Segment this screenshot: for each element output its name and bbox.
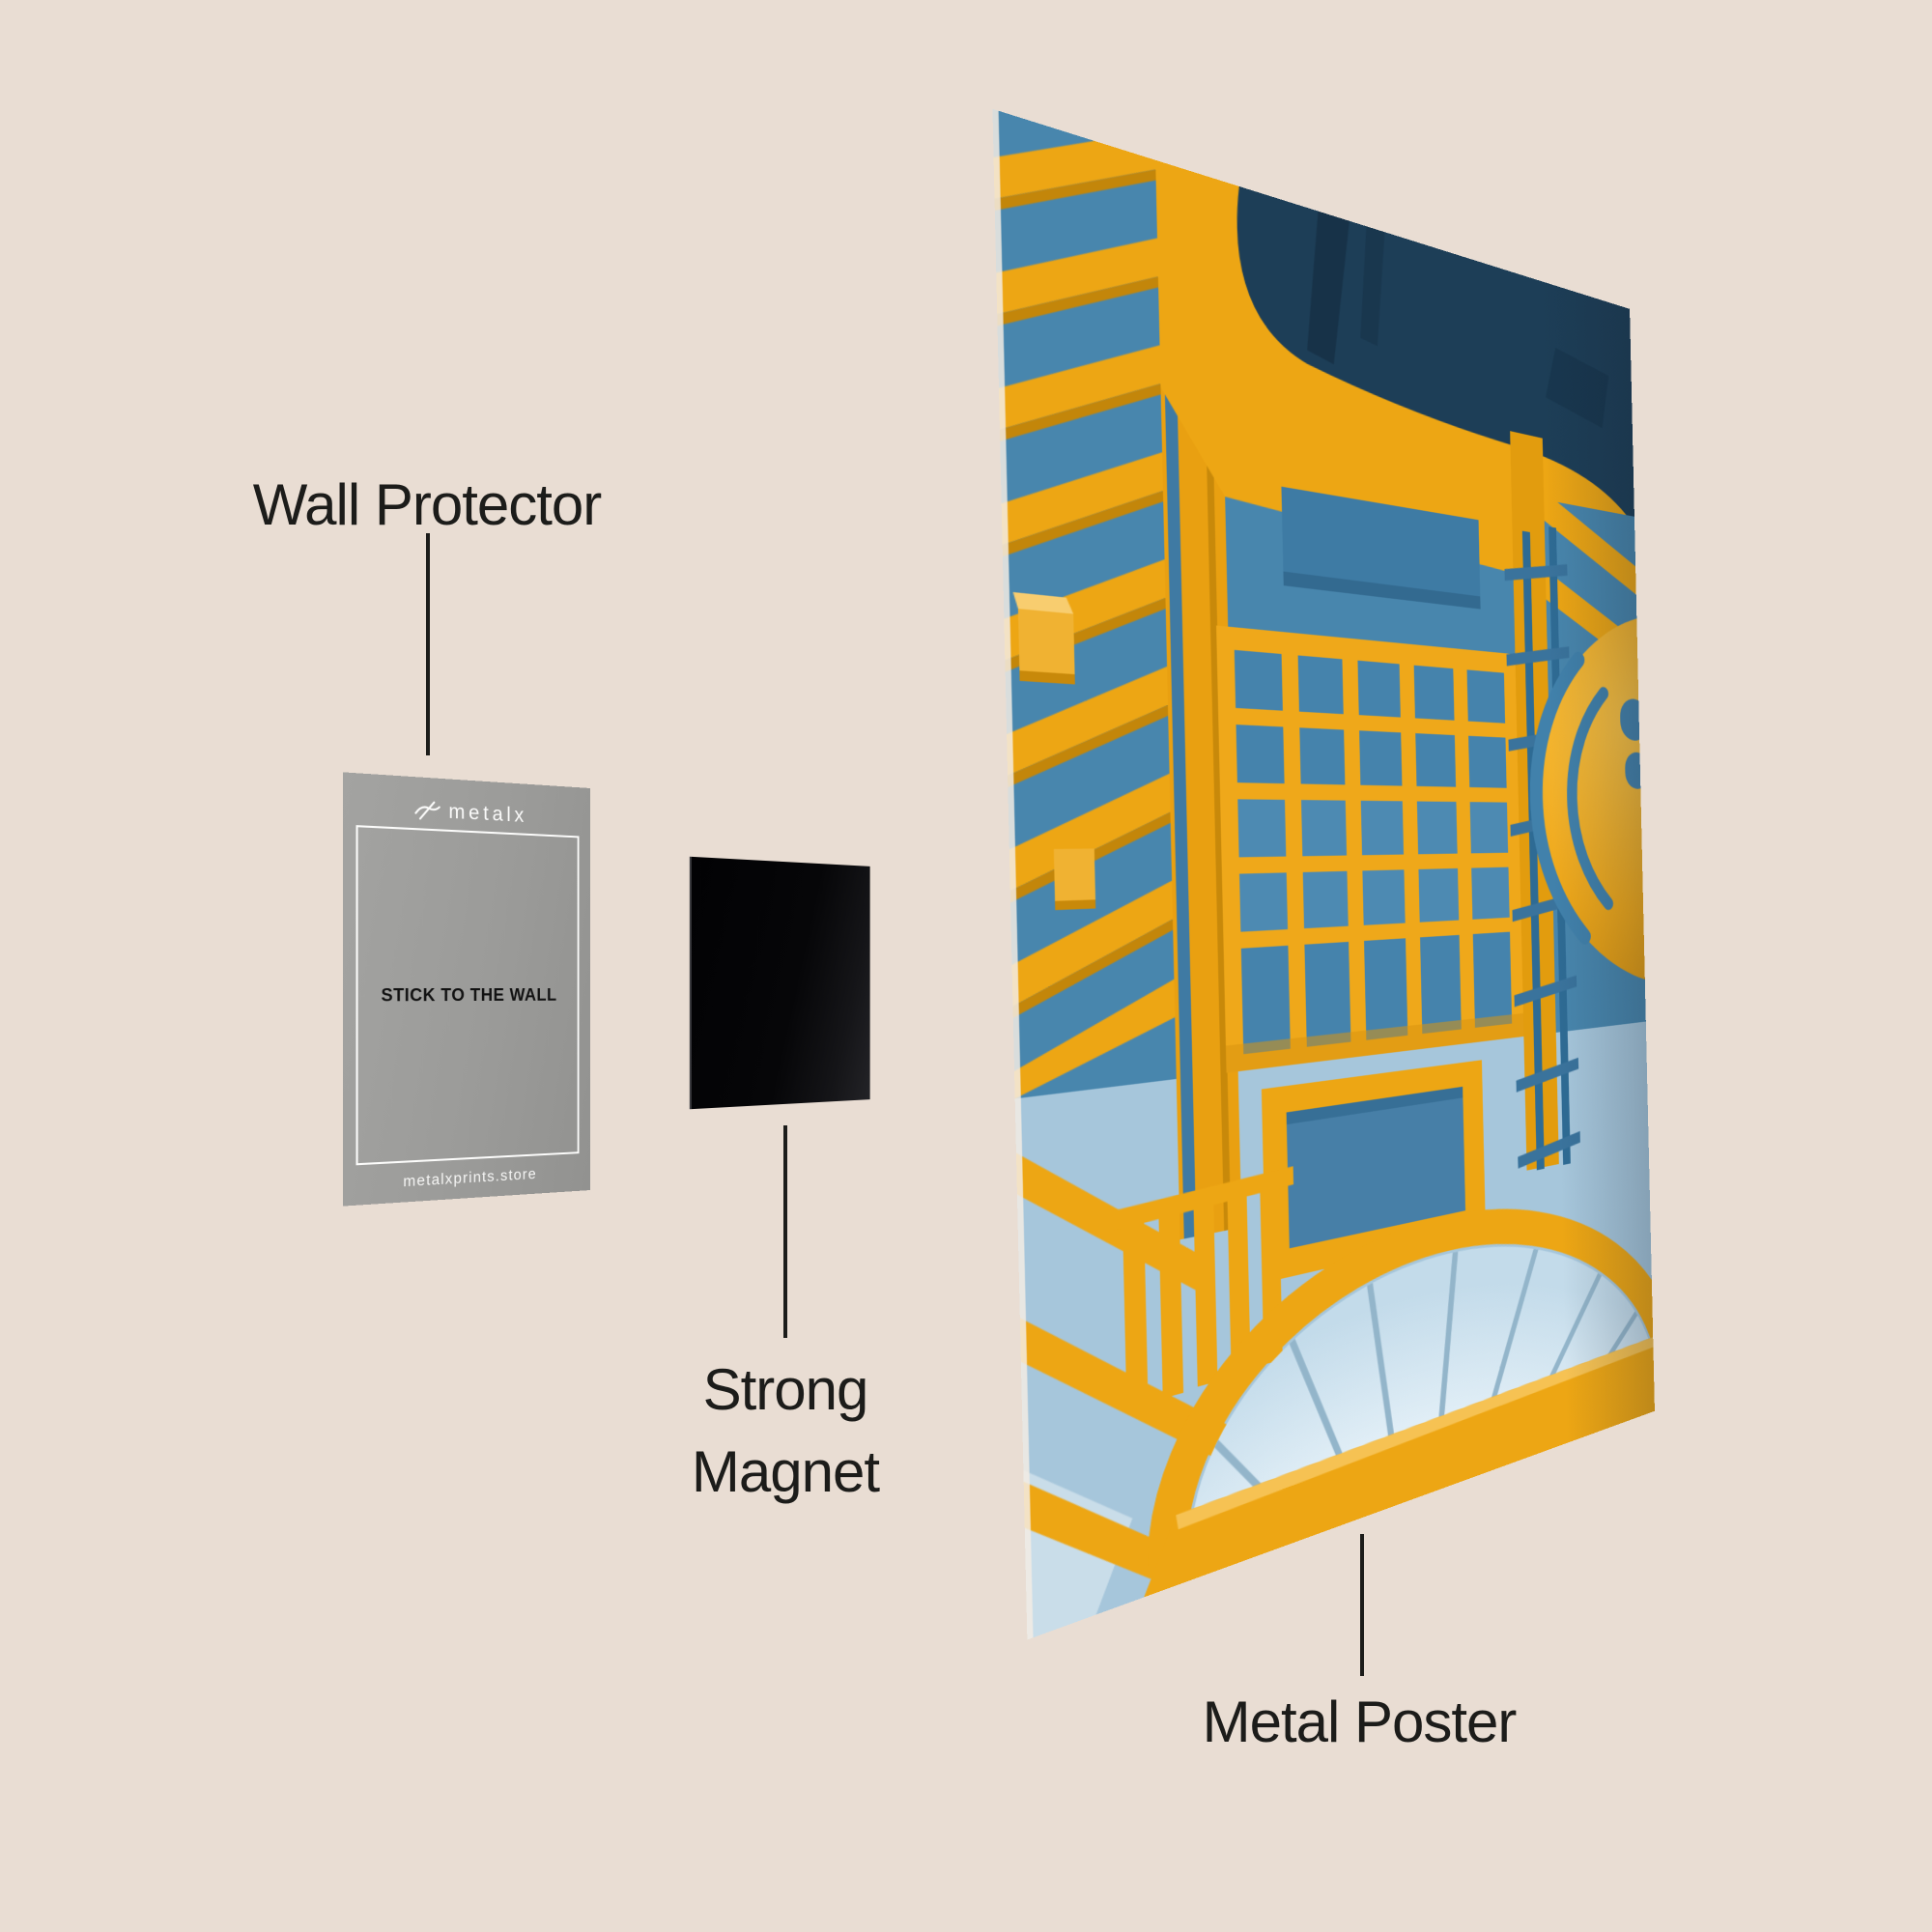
metal-poster-artwork [992,108,1655,1640]
card-inner-border: STICK TO THE WALL [355,825,580,1166]
strong-magnet-connector-line [783,1125,787,1338]
card-center-text: STICK TO THE WALL [381,984,557,1005]
metal-poster-label: Metal Poster [1202,1690,1518,1754]
framed-panel [1261,1060,1486,1283]
metal-poster [992,108,1747,1640]
metal-poster-connector-line [1360,1534,1364,1676]
metalx-logo-icon [413,800,440,823]
wall-protector-card: metalx STICK TO THE WALL metalxprints.st… [343,772,591,1207]
metal-poster-sheet [992,108,1655,1640]
magnet-square [689,856,870,1110]
card-footer-url: metalxprints.store [403,1166,537,1191]
strong-magnet-label: Strong Magnet [691,1357,880,1505]
wall-protector-card-face: metalx STICK TO THE WALL metalxprints.st… [343,772,591,1207]
wall-protector-connector-line [426,533,430,755]
brand-name: metalx [448,800,528,827]
waffle-grid [1216,625,1524,1073]
wall-protector-label: Wall Protector [252,472,603,537]
